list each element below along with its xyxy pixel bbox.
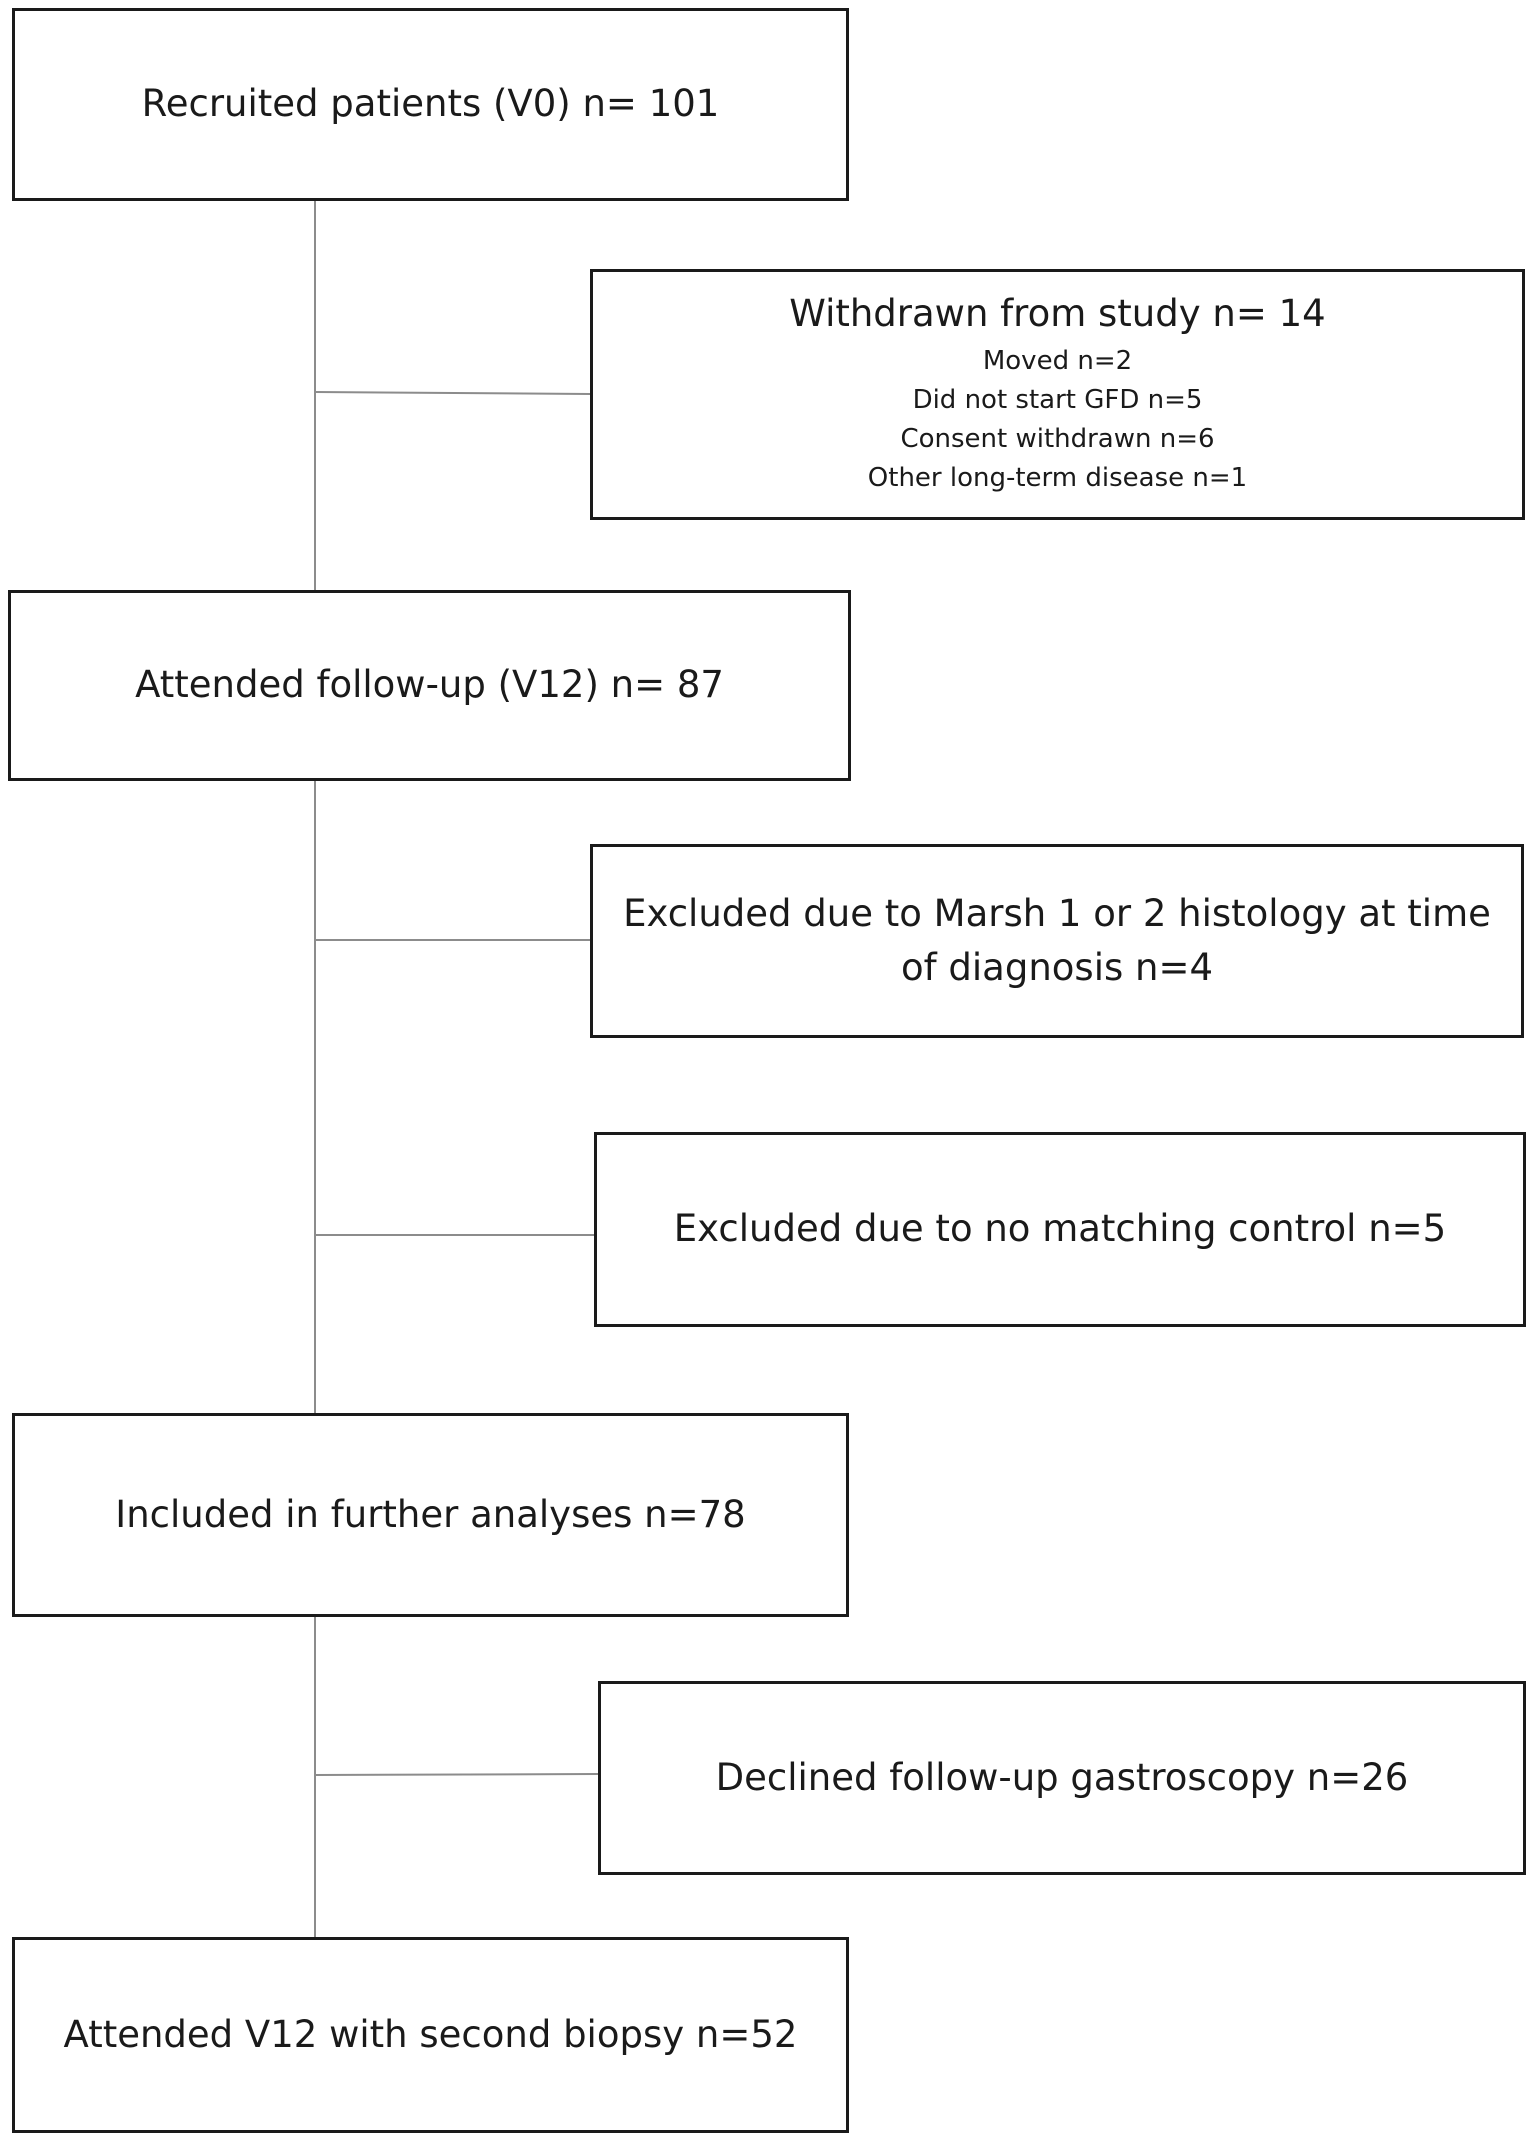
attended-followup-label: Attended follow-up (V12) n= 87 <box>135 663 724 707</box>
withdrawn-reason-no-gfd: Did not start GFD n=5 <box>912 384 1203 415</box>
withdrawn-reason-disease: Other long-term disease n=1 <box>867 462 1248 493</box>
recruited-patients-box: Recruited patients (V0) n= 101 <box>12 8 849 201</box>
declined-gastroscopy-box: Declined follow-up gastroscopy n=26 <box>598 1681 1526 1875</box>
excluded-marsh-label: Excluded due to Marsh 1 or 2 histology a… <box>623 892 1491 989</box>
withdrawn-box: Withdrawn from study n= 14 Moved n=2 Did… <box>590 269 1525 520</box>
withdrawn-reason-moved: Moved n=2 <box>982 345 1133 376</box>
attended-followup-box: Attended follow-up (V12) n= 87 <box>8 590 851 781</box>
second-biopsy-box: Attended V12 with second biopsy n=52 <box>12 1937 849 2133</box>
recruited-patients-label: Recruited patients (V0) n= 101 <box>141 82 720 126</box>
included-analyses-label: Included in further analyses n=78 <box>115 1492 746 1536</box>
declined-gastroscopy-label: Declined follow-up gastroscopy n=26 <box>715 1755 1409 1799</box>
branch-line-declined <box>314 1773 599 1776</box>
second-biopsy-label: Attended V12 with second biopsy n=52 <box>63 2012 798 2056</box>
excluded-no-match-box: Excluded due to no matching control n=5 <box>594 1132 1526 1327</box>
included-analyses-box: Included in further analyses n=78 <box>12 1413 849 1617</box>
withdrawn-title: Withdrawn from study n= 14 <box>789 292 1326 336</box>
excluded-marsh-box: Excluded due to Marsh 1 or 2 histology a… <box>590 844 1524 1038</box>
branch-line-withdrawn <box>314 391 591 395</box>
withdrawn-reason-consent: Consent withdrawn n=6 <box>900 423 1215 454</box>
excluded-no-match-label: Excluded due to no matching control n=5 <box>673 1207 1447 1251</box>
